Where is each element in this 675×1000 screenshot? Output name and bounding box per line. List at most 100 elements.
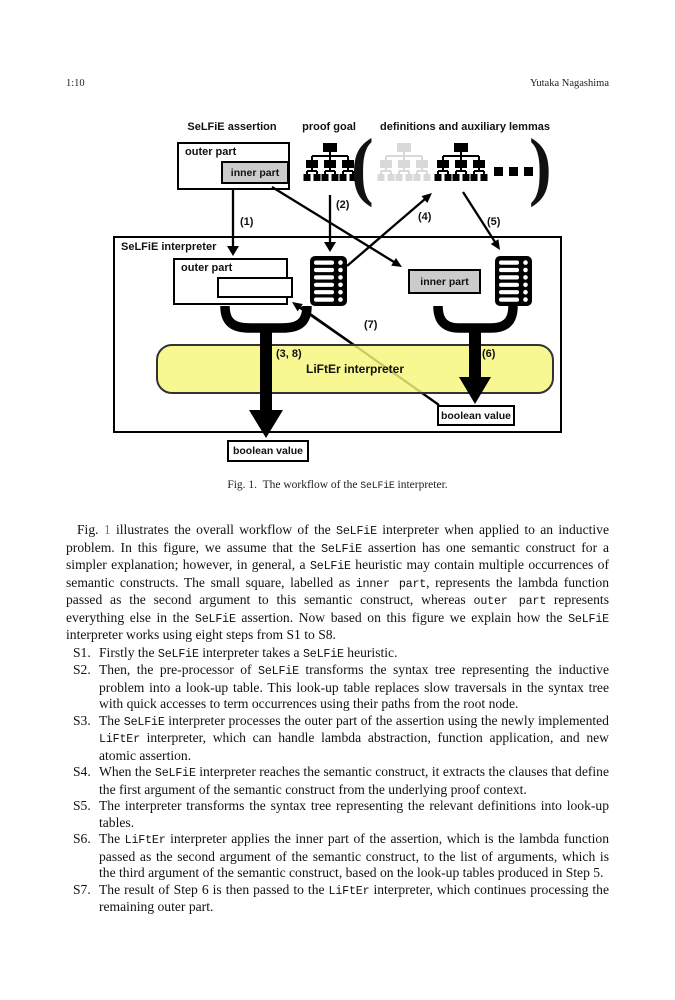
arrow-label-7: (7) (364, 319, 378, 331)
step-label: S6. (73, 831, 91, 846)
author-name: Yutaka Nagashima (529, 78, 609, 89)
label-definitions: definitions and auxiliary lemmas (380, 121, 550, 133)
text-segment: The (99, 712, 124, 728)
interpreter-title: SeLFiE interpreter (121, 241, 217, 253)
lookup-table-2-icon (495, 256, 532, 306)
text-segment: SeLFiE (302, 646, 344, 661)
text-segment: inner part (355, 576, 427, 591)
text-segment: interpreter processes the outer part of … (164, 712, 609, 728)
figure-ref-link[interactable]: 1 (103, 522, 111, 537)
text-segment: interpreter, which continues processing … (99, 881, 609, 915)
open-paren: ( (351, 122, 374, 208)
arrow-label-2: (2) (336, 199, 350, 211)
definition-tree-gray-icon (377, 143, 431, 181)
text-segment: Firstly the (99, 644, 158, 660)
step-text: Firstly the SeLFiE interpreter takes a S… (99, 644, 398, 661)
boolean-value-right-box: boolean value (437, 405, 515, 426)
step-label: S1. (73, 644, 91, 660)
text-segment: LiFtEr (124, 833, 166, 847)
text-segment: assertion. Now based on this figure we e… (235, 609, 569, 625)
text-segment: illustrates the overall workflow of the (110, 522, 337, 537)
arrow-label-5: (5) (487, 216, 501, 228)
text-segment: interpreter. (394, 479, 448, 491)
step-item-s4: S4. When the SeLFiE interpreter reaches … (66, 764, 609, 798)
step-item-s7: S7. The result of Step 6 is then passed … (66, 882, 609, 916)
step-text: The SeLFiE interpreter processes the out… (99, 713, 609, 763)
text-segment: SeLFiE (157, 646, 199, 661)
step-item-s3: S3. The SeLFiE interpreter processes the… (66, 713, 609, 765)
text-segment: assertion has one semantic construct for… (66, 539, 609, 573)
text-segment: interpreter when applied to an inductive… (66, 522, 609, 555)
text-segment: interpreter applies the inner part of th… (99, 831, 609, 880)
text-segment: SeLFiE (568, 611, 609, 626)
text-segment: Fig. (77, 522, 104, 537)
step-label: S2. (73, 662, 91, 677)
step-text: The interpreter transforms the syntax tr… (99, 798, 609, 830)
label-proof-goal: proof goal (302, 121, 356, 133)
text-segment: The (99, 831, 125, 846)
interpreter-outer-part-label: outer part (181, 262, 233, 274)
figure-1-diagram: SeLFiE assertion proof goal definitions … (100, 115, 575, 477)
ellipsis-dots: ... (494, 167, 533, 176)
step-item-s6: S6. The LiFtEr interpreter applies the i… (66, 831, 609, 882)
step-item-s2: S2. Then, the pre-processor of SeLFiE tr… (66, 662, 609, 713)
label-selfie-assertion: SeLFiE assertion (187, 121, 277, 133)
text-segment: heuristic. (343, 644, 398, 660)
text-segment: SeLFiE (123, 714, 165, 729)
outer-part-notch (217, 277, 293, 298)
arrow-label-1: (1) (240, 216, 254, 228)
text-segment: , represents the lambda function passed … (66, 574, 609, 608)
interpreter-outer-part-box: outer part (173, 258, 293, 305)
proof-goal-tree-icon (303, 143, 357, 181)
definition-tree-black-icon (434, 143, 488, 181)
text-segment: The result of Step 6 is then passed to t… (99, 881, 329, 897)
text-segment: represents everything else in the (66, 592, 609, 625)
step-label: S5. (73, 798, 91, 813)
text-segment: outer part (473, 594, 547, 608)
text-segment: transforms the syntax tree representing … (99, 662, 609, 711)
step-text: The result of Step 6 is then passed to t… (99, 882, 609, 915)
text-segment: LiFtEr (99, 732, 140, 746)
text-segment: SeLFiE (258, 664, 299, 678)
lookup-table-1-icon (310, 256, 347, 306)
text-segment: interpreter takes a (198, 644, 303, 660)
body-text: Fig. 1 illustrates the overall workflow … (66, 522, 609, 916)
text-segment: SeLFiE (194, 611, 236, 626)
assertion-box: outer part inner part (177, 142, 290, 190)
text-segment: SeLFiE (309, 559, 351, 573)
step-label: S3. (73, 712, 91, 728)
page-header: 1:10 Yutaka Nagashima (66, 78, 609, 89)
step-label: S7. (73, 881, 91, 897)
step-label: S4. (73, 764, 91, 779)
text-segment: interpreter works using eight steps from… (66, 627, 336, 642)
text-segment: SeLFiE (154, 766, 196, 780)
figure-caption: Fig. 1. The workflow of the SeLFiE inter… (0, 479, 675, 491)
step-text: The LiFtEr interpreter applies the inner… (99, 831, 609, 880)
close-paren: ) (529, 122, 552, 208)
page-number: 1:10 (66, 78, 85, 89)
arrow-label-4: (4) (418, 211, 432, 223)
text-segment: heuristic may contain multiple occurrenc… (66, 557, 609, 590)
step-text: Then, the pre-processor of SeLFiE transf… (99, 662, 609, 711)
text-segment: SeLFiE (321, 541, 362, 556)
text-segment: interpreter, which can handle lambda abs… (99, 730, 609, 763)
text-segment: Fig. 1. The workflow of the (227, 479, 361, 491)
text-segment: When the (99, 764, 155, 779)
step-text: When the SeLFiE interpreter reaches the … (99, 764, 609, 797)
text-segment: interpreter reaches the semantic constru… (99, 764, 609, 797)
text-segment: Then, the pre-processor of (99, 662, 259, 677)
assertion-outer-part-label: outer part (185, 146, 237, 158)
text-segment: SeLFiE (360, 480, 395, 491)
interpreter-inner-part-box: inner part (408, 269, 481, 294)
arrow-label-6: (6) (482, 348, 496, 360)
step-item-s5: S5. The interpreter transforms the synta… (66, 798, 609, 831)
text-segment: The interpreter transforms the syntax tr… (99, 798, 609, 830)
intro-paragraph: Fig. 1 illustrates the overall workflow … (66, 522, 609, 644)
assertion-inner-part-box: inner part (221, 161, 289, 184)
arrow-label-3-8: (3, 8) (276, 348, 302, 360)
text-segment: SeLFiE (336, 524, 377, 538)
boolean-value-bottom-box: boolean value (227, 440, 309, 462)
lifter-title: LiFtEr interpreter (305, 362, 404, 376)
text-segment: LiFtEr (328, 883, 370, 898)
